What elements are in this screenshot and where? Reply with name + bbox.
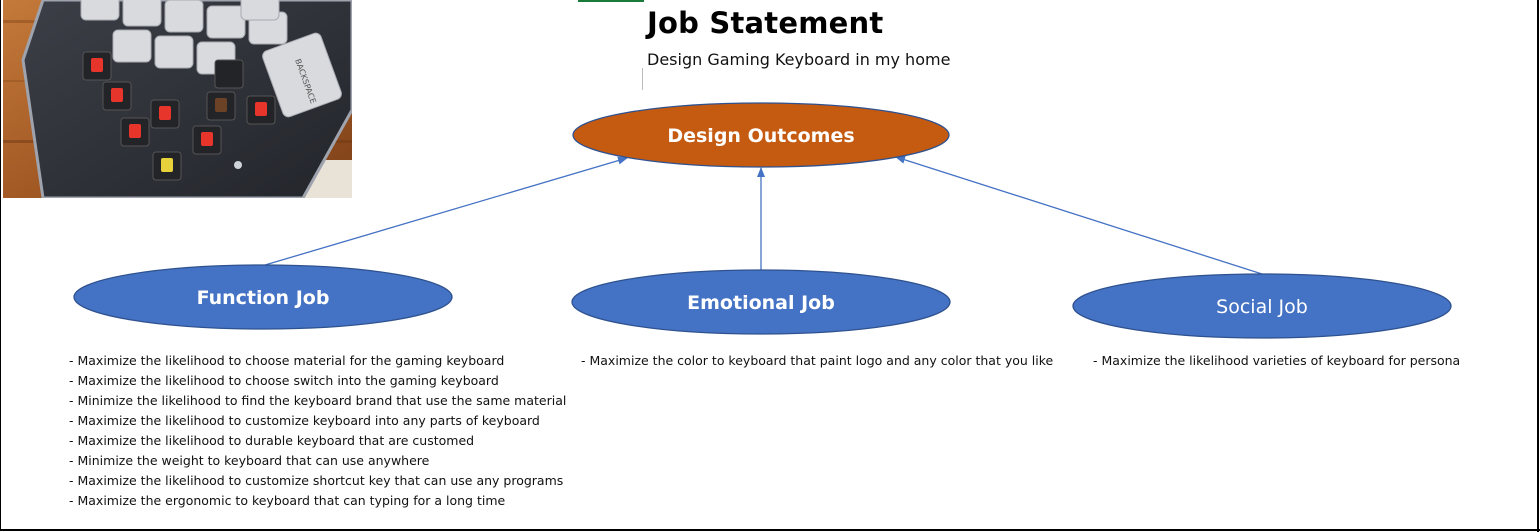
- arrow-function-to-outcomes: [264, 156, 628, 266]
- social-job-list: - Maximize the likelihood varieties of k…: [1093, 351, 1460, 371]
- arrow-social-to-outcomes: [895, 155, 1263, 275]
- function-job-node: Function Job: [73, 264, 453, 330]
- emotional-job-label: Emotional Job: [687, 292, 835, 314]
- list-item: - Minimize the weight to keyboard that c…: [69, 453, 430, 468]
- list-item: - Maximize the color to keyboard that pa…: [581, 353, 1054, 368]
- social-job-label: Social Job: [1216, 296, 1308, 318]
- design-outcomes-label: Design Outcomes: [667, 125, 854, 147]
- list-item: - Maximize the likelihood to customize k…: [69, 413, 540, 428]
- mechanical-keyboard-photo-icon: BACKSPACE: [3, 0, 352, 198]
- text-cursor-line: [642, 68, 643, 90]
- list-item: - Maximize the likelihood to durable key…: [69, 433, 475, 448]
- function-job-list: - Maximize the likelihood to choose mate…: [69, 351, 566, 511]
- keyboard-photo: BACKSPACE: [3, 0, 352, 198]
- frame-right-border: [1537, 0, 1539, 532]
- list-item: - Maximize the likelihood to choose swit…: [69, 373, 499, 388]
- page-title: Job Statement: [647, 6, 884, 40]
- social-job-node: Social Job: [1072, 273, 1452, 339]
- design-outcomes-node: Design Outcomes: [572, 102, 950, 168]
- frame-bottom-border: [0, 529, 1540, 531]
- emotional-job-node: Emotional Job: [571, 269, 951, 335]
- list-item: - Maximize the likelihood to choose mate…: [69, 353, 505, 368]
- list-item: - Maximize the ergonomic to keyboard tha…: [69, 493, 506, 508]
- list-item: - Maximize the likelihood to customize s…: [69, 473, 564, 488]
- page-subtitle: Design Gaming Keyboard in my home: [647, 50, 951, 69]
- list-item: - Maximize the likelihood varieties of k…: [1093, 353, 1461, 368]
- list-item: - Minimize the likelihood to find the ke…: [69, 393, 567, 408]
- emotional-job-list: - Maximize the color to keyboard that pa…: [581, 351, 1053, 371]
- top-accent-bar: [578, 0, 644, 2]
- function-job-label: Function Job: [197, 287, 330, 309]
